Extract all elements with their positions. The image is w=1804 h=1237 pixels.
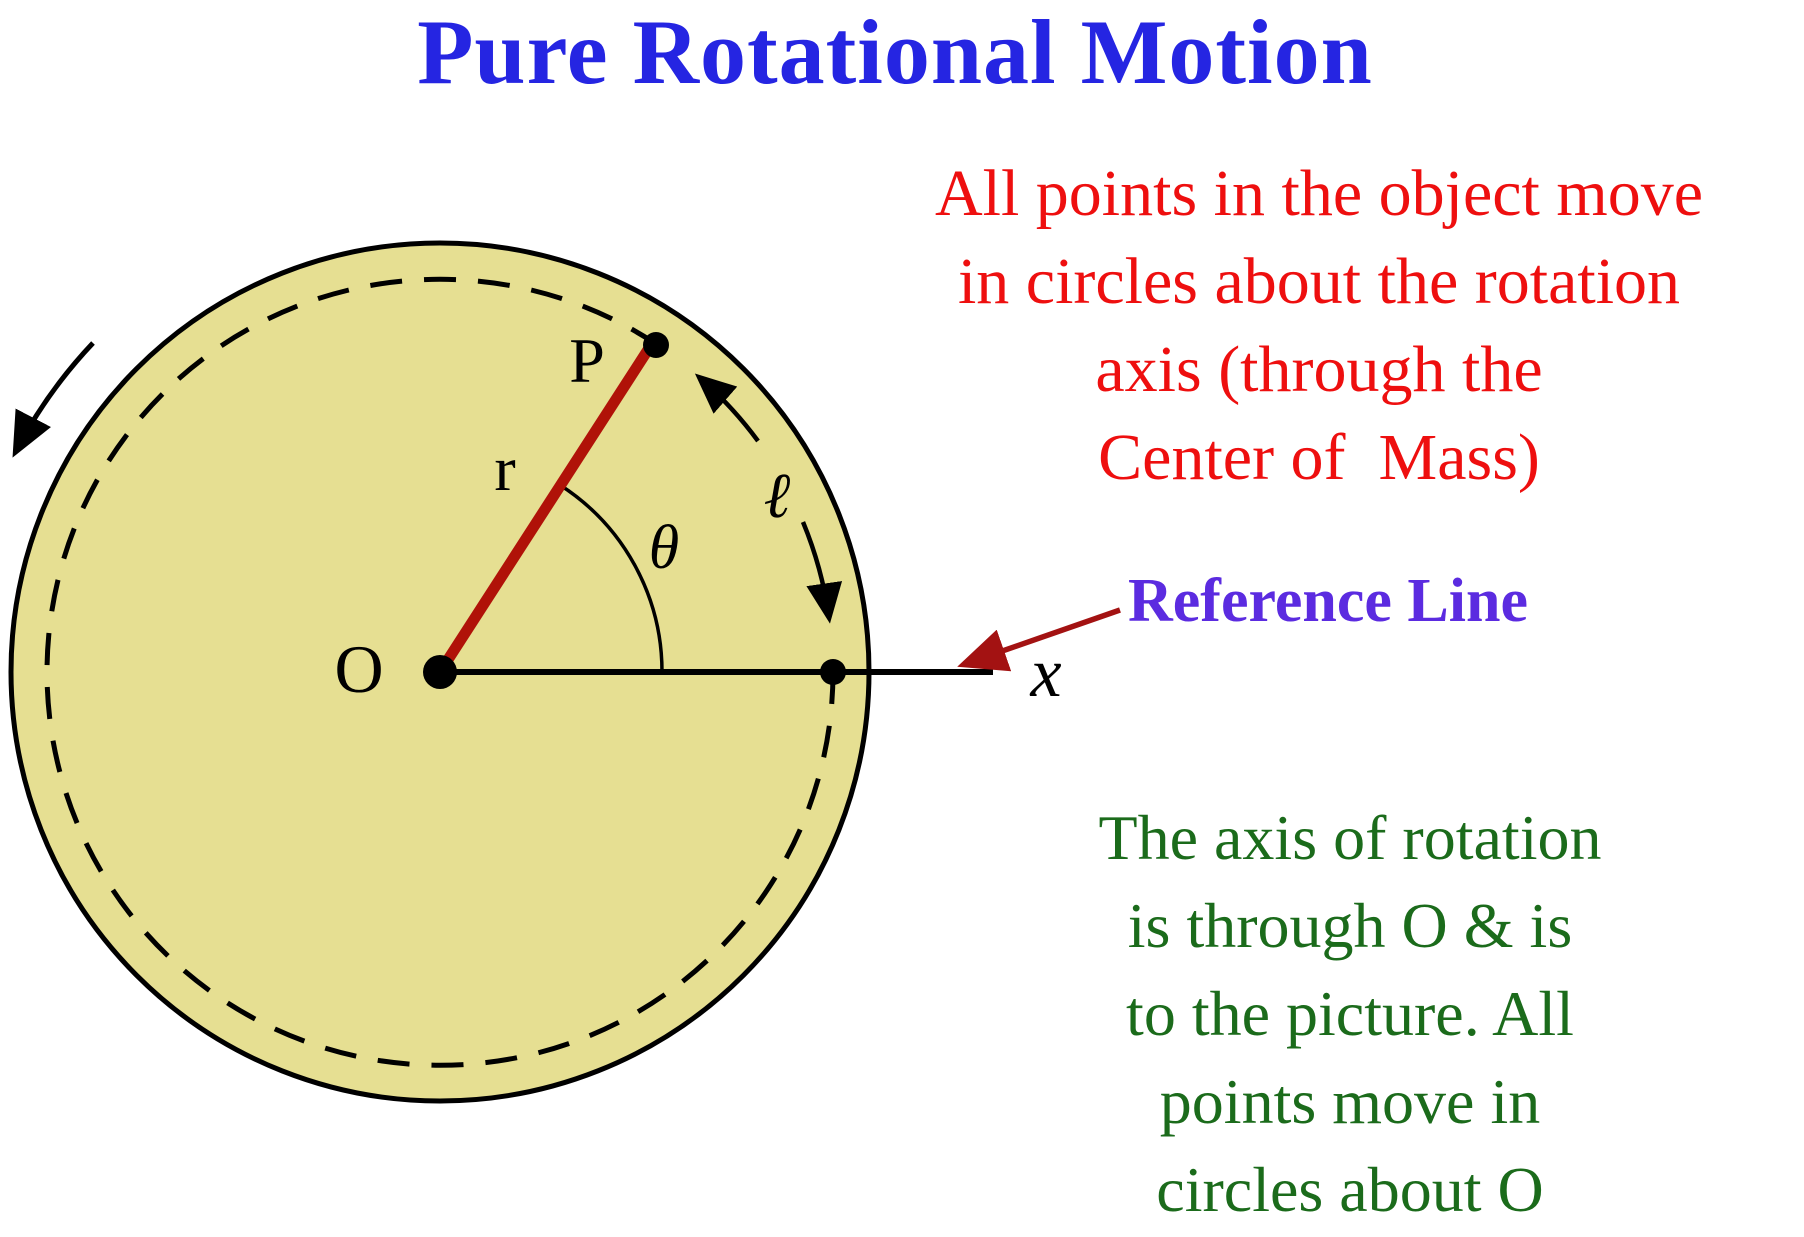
point-p-dot [643, 332, 669, 358]
green-annotation-line: is through O & is [1127, 890, 1573, 961]
point-p-label: P [569, 325, 605, 396]
green-annotation-line: points move in [1159, 1066, 1541, 1137]
origin-dot [423, 655, 457, 689]
theta-label: θ [648, 514, 680, 582]
green-annotation-line: The axis of rotation [1098, 802, 1602, 873]
arc-length-arrow-lower [800, 521, 843, 624]
red-annotation: All points in the object move in circles… [836, 150, 1802, 502]
red-annotation-line: All points in the object move [934, 157, 1704, 230]
dashed-point-path-circle [44, 276, 836, 1068]
x-axis-label: x [1030, 635, 1062, 712]
radius-label: r [494, 433, 516, 504]
green-annotation: The axis of rotation is through O & is t… [1008, 794, 1692, 1234]
arc-length-arrow-upper [694, 373, 760, 443]
green-annotation-line: to the picture. All [1126, 978, 1574, 1049]
x-axis-dot [820, 659, 846, 685]
reference-line-label: Reference Line [1128, 567, 1528, 635]
red-annotation-line: in circles about the rotation [957, 245, 1681, 318]
page-title: Pure Rotational Motion [417, 1, 1373, 103]
theta-angle-arc [559, 483, 664, 673]
origin-label: O [334, 631, 384, 707]
green-annotation-line: circles about O [1156, 1154, 1544, 1225]
red-annotation-line: axis (through the [1095, 333, 1543, 406]
red-annotation-line: Center of Mass) [1098, 421, 1540, 494]
arc-length-label: ℓ [763, 460, 791, 531]
reference-pointer-arrow [957, 607, 1121, 672]
rotation-direction-arrow [12, 341, 95, 458]
radius-line [435, 339, 658, 675]
